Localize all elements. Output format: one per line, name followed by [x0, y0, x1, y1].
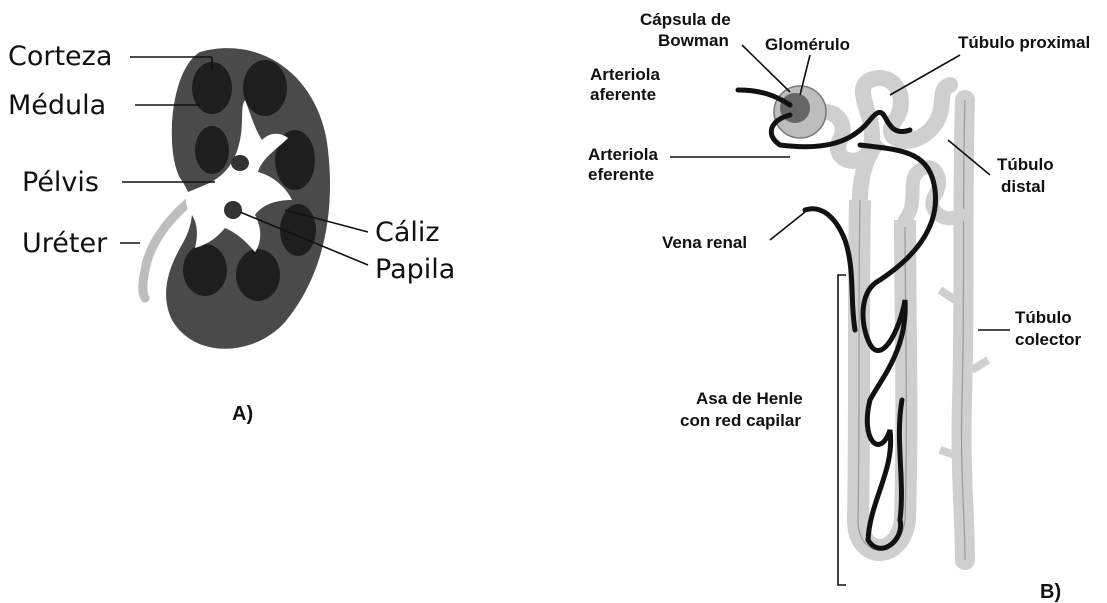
panel-b-label: B)	[1040, 581, 1061, 603]
label-arteriola-eferente-2: eferente	[588, 165, 654, 184]
label-papila: Papila	[375, 254, 455, 285]
label-corteza: Corteza	[8, 41, 112, 72]
label-asa-2: con red capilar	[680, 411, 801, 430]
kidney-illustration	[143, 48, 330, 349]
label-arteriola-eferente-1: Arteriola	[588, 145, 658, 164]
papilla-dot	[231, 155, 249, 171]
papilla-dot	[224, 201, 242, 219]
label-arteriola-aferente-1: Arteriola	[590, 65, 660, 84]
label-ureter: Uréter	[22, 228, 108, 259]
henle-bracket	[838, 275, 846, 585]
collector-branch	[940, 450, 955, 455]
label-capsula-1: Cápsula de	[640, 10, 731, 29]
leader-vena-renal	[770, 212, 805, 240]
label-capsula-2: Bowman	[658, 31, 729, 50]
label-tubulo-distal-1: Túbulo	[997, 155, 1054, 174]
label-caliz: Cáliz	[375, 217, 440, 248]
collector-branch	[972, 360, 988, 370]
collector-branch	[940, 290, 955, 300]
label-arteriola-aferente-2: aferente	[590, 85, 656, 104]
label-medula: Médula	[8, 90, 106, 121]
label-tubulo-proximal: Túbulo proximal	[958, 33, 1090, 52]
vena-renal-vessel	[805, 209, 855, 330]
nephron-illustration	[738, 78, 988, 560]
panel-a-label: A)	[232, 403, 253, 425]
label-tubulo-colector-1: Túbulo	[1015, 308, 1072, 327]
label-glomerulo: Glomérulo	[765, 35, 850, 54]
label-vena-renal: Vena renal	[662, 233, 747, 252]
label-asa-1: Asa de Henle	[696, 389, 803, 408]
label-tubulo-colector-2: colector	[1015, 330, 1082, 349]
label-tubulo-distal-2: distal	[1001, 177, 1045, 196]
label-pelvis: Pélvis	[22, 167, 99, 198]
